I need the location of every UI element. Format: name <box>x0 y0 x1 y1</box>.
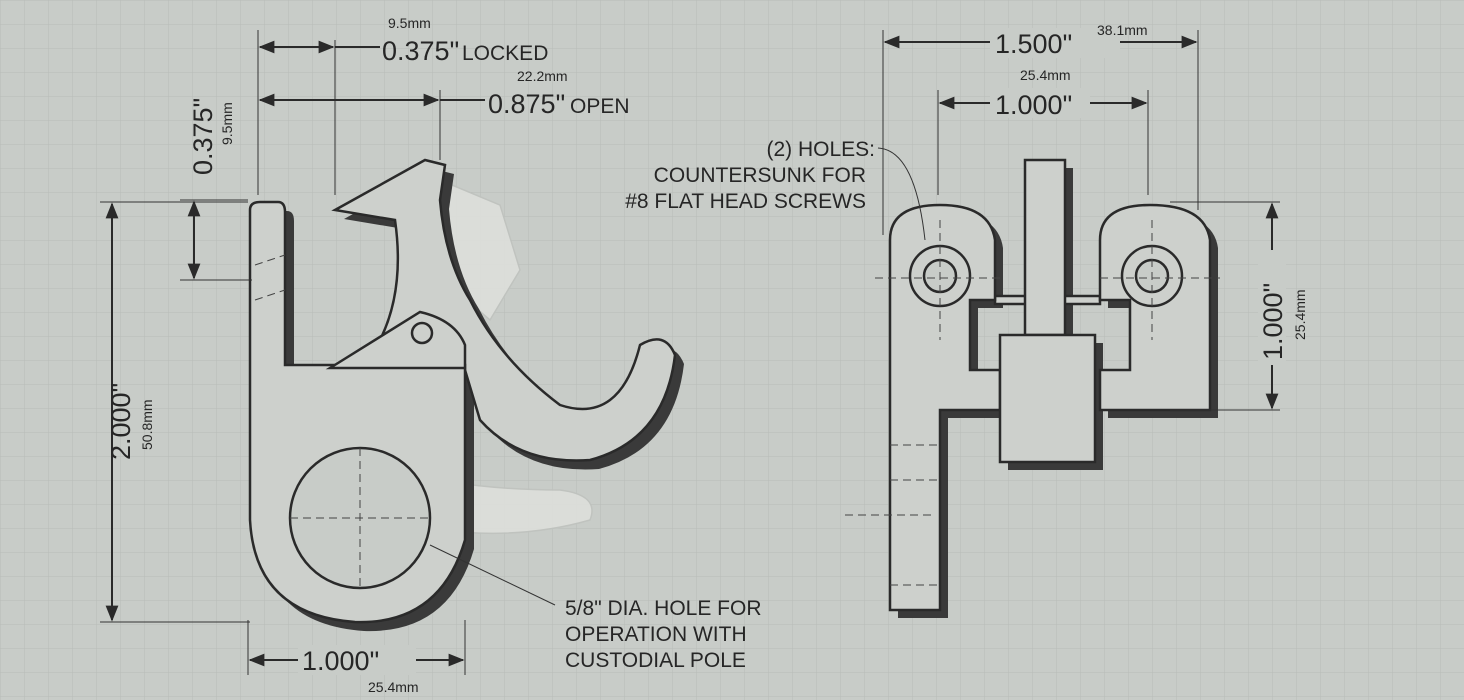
hole-note-line: OPERATION WITH <box>565 623 747 646</box>
height-mm: 25.4mm <box>1292 289 1308 340</box>
left-mounting-ear <box>888 203 1002 612</box>
overall-width-mm: 38.1mm <box>1097 22 1148 38</box>
locked-label: LOCKED <box>462 42 548 65</box>
hook <box>331 158 677 462</box>
top-offset-inch: 0.375" <box>188 98 218 175</box>
width-inch: 1.000" <box>302 646 379 676</box>
pivot-pin <box>410 321 434 345</box>
holes-note-line: (2) HOLES: <box>766 138 875 161</box>
locked-inch: 0.375" <box>382 36 459 66</box>
pawl <box>325 310 467 370</box>
front-view-latch: 1.500" 38.1mm 25.4mm 1.000" 1.000" 25.4m… <box>625 22 1308 618</box>
height-mm: 50.8mm <box>139 399 155 450</box>
hole-note-line: CUSTODIAL POLE <box>565 649 746 672</box>
hole-spacing-inch: 1.000" <box>995 90 1072 120</box>
top-offset-mm: 9.5mm <box>219 102 235 145</box>
holes-note-line: #8 FLAT HEAD SCREWS <box>625 190 866 213</box>
height-inch: 2.000" <box>106 383 136 460</box>
hole-spacing-mm: 25.4mm <box>1020 67 1071 83</box>
center-block <box>998 333 1097 464</box>
open-mm: 22.2mm <box>517 68 568 84</box>
side-view-latch: 9.5mm 0.375" LOCKED 22.2mm 0.875" OPEN 0… <box>100 15 762 695</box>
hole-note-line: 5/8" DIA. HOLE FOR <box>565 597 762 620</box>
right-mounting-ear <box>1098 203 1212 412</box>
open-inch: 0.875" <box>488 89 565 119</box>
overall-width-inch: 1.500" <box>995 29 1072 59</box>
open-label: OPEN <box>570 95 630 118</box>
center-post <box>1023 158 1067 337</box>
height-inch: 1.000" <box>1258 283 1288 360</box>
width-mm: 25.4mm <box>368 679 419 695</box>
locked-mm: 9.5mm <box>388 15 431 31</box>
holes-note-line: COUNTERSUNK FOR <box>654 164 866 187</box>
